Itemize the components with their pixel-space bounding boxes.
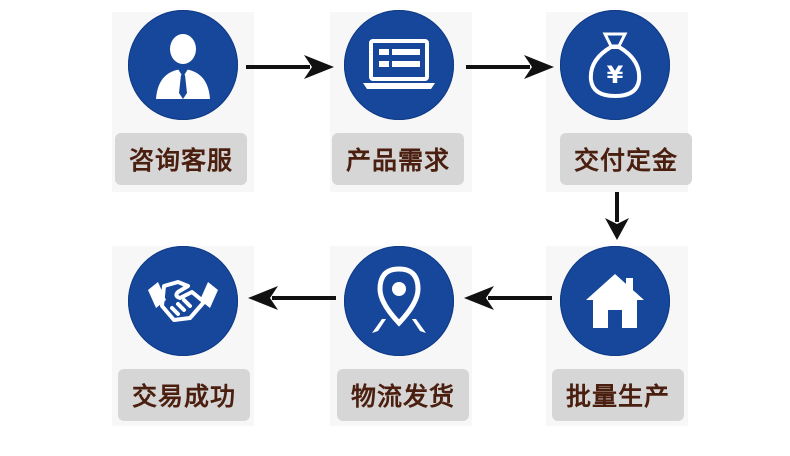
laptop-icon (361, 37, 437, 93)
house-icon (582, 270, 648, 332)
step-3-circle: ¥ (560, 10, 670, 120)
step-6-label: 交易成功 (118, 369, 250, 421)
step-2-label: 产品需求 (332, 133, 464, 185)
arrow-left-2 (248, 286, 336, 310)
arrow-right-1 (246, 55, 334, 79)
arrow-right-2 (466, 55, 554, 79)
step-5-label: 物流发货 (337, 369, 469, 421)
location-pin-icon (366, 265, 432, 337)
step-3-label: 交付定金 (560, 133, 692, 185)
step-6-circle (128, 246, 238, 356)
step-4-label: 批量生产 (552, 369, 684, 421)
step-1-circle (128, 10, 238, 120)
step-4-circle (560, 246, 670, 356)
step-5-circle (344, 246, 454, 356)
step-1-label: 咨询客服 (115, 133, 247, 185)
money-bag-icon: ¥ (583, 30, 647, 100)
step-2-circle (344, 10, 454, 120)
svg-text:¥: ¥ (607, 61, 624, 89)
arrow-left-1 (464, 286, 552, 310)
consultant-icon (148, 29, 218, 101)
handshake-icon (144, 272, 222, 330)
arrow-down (605, 192, 629, 240)
